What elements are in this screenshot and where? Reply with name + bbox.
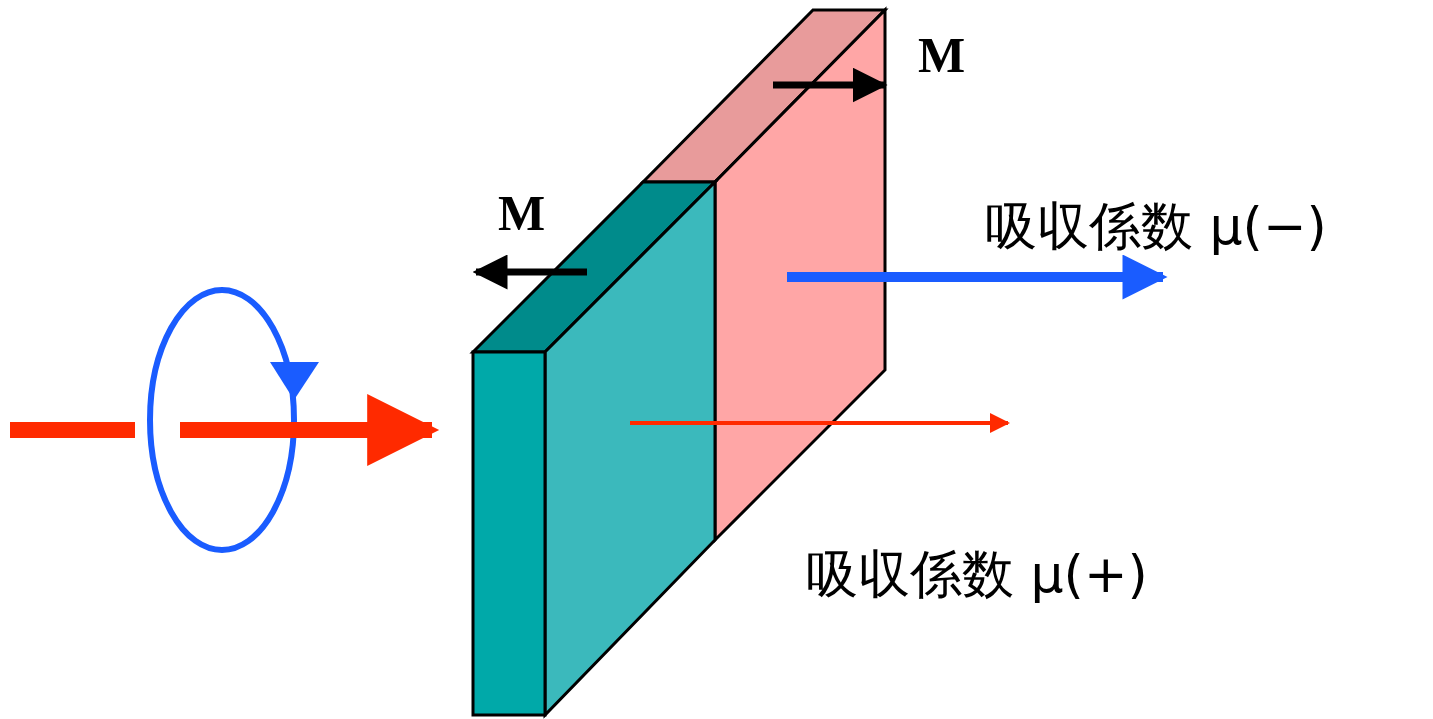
polarization-circle bbox=[150, 290, 294, 550]
absorption-label: 吸収係数 μ(+) bbox=[806, 548, 1148, 600]
incident-beam bbox=[180, 422, 432, 438]
magnetization-label: M bbox=[498, 188, 545, 238]
slab-side bbox=[473, 352, 545, 715]
polarization-arrowhead bbox=[270, 362, 319, 400]
absorption-label: 吸収係数 μ(−) bbox=[985, 200, 1327, 252]
incident-beam bbox=[10, 422, 135, 438]
magnetization-label: M bbox=[918, 30, 965, 80]
transmitted-beam bbox=[787, 272, 1163, 282]
transmitted-beam bbox=[630, 421, 1008, 425]
slab-face bbox=[545, 182, 715, 715]
magnetization-arrow bbox=[476, 269, 587, 276]
magnetization-arrow bbox=[773, 82, 884, 89]
